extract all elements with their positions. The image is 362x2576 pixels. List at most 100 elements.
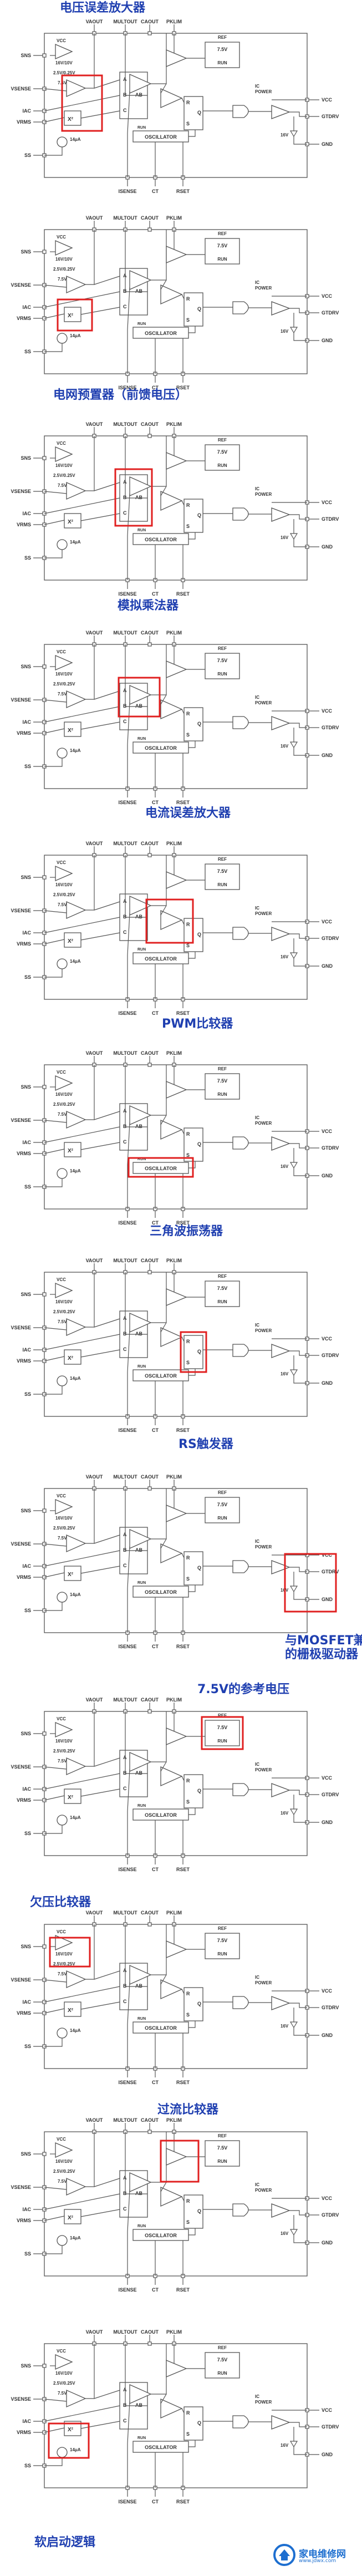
- range-label: 2.5V/0.25V: [53, 1102, 75, 1107]
- reference-voltage: 7.5V: [217, 2145, 228, 2151]
- x-squared-label: X²: [68, 2427, 74, 2433]
- bottom-pin-label: ISENSE: [118, 189, 136, 194]
- right-pin-label: GTDRV: [322, 1792, 339, 1797]
- current-source: [57, 748, 68, 759]
- left-pin-label: VSENSE: [11, 2396, 31, 2402]
- uvlo-threshold-label: 16V/10V: [55, 1739, 73, 1744]
- latch-q: Q: [197, 1565, 201, 1571]
- oscillator-run-label: RUN: [137, 322, 146, 326]
- wire: [44, 1773, 120, 1790]
- power-label: POWER: [255, 911, 272, 916]
- range-label: 2.5V/0.25V: [53, 1749, 75, 1754]
- latch-s: S: [186, 121, 190, 126]
- wire: [289, 111, 307, 117]
- right-pin-label: GTDRV: [322, 1353, 339, 1358]
- wire: [80, 932, 120, 941]
- wire: [293, 2235, 307, 2243]
- latch-s: S: [186, 317, 190, 323]
- left-pin-label: VSENSE: [11, 1325, 31, 1330]
- vref-label: 7.5V: [58, 1319, 67, 1324]
- current-error-amp: [129, 1528, 152, 1549]
- left-pin-label: VSENSE: [11, 2184, 31, 2190]
- right-pin-label: GND: [322, 1173, 333, 1178]
- bottom-pin-label: CT: [152, 2499, 159, 2504]
- oscillator-run-label: RUN: [137, 1804, 146, 1808]
- clamp-label: 16V: [281, 2024, 289, 2029]
- top-pin-label: PKLIM: [166, 1697, 182, 1703]
- reference-label: REF: [218, 646, 227, 651]
- wire: [94, 1111, 120, 1120]
- uvlo-comparator: [55, 1075, 73, 1091]
- bottom-pin-label: ISENSE: [118, 1867, 136, 1872]
- uvlo-comparator: [55, 240, 73, 256]
- uvlo-vcc-label: VCC: [57, 1070, 66, 1075]
- wire: [160, 1115, 167, 1125]
- vref-label: 7.5V: [58, 1759, 67, 1764]
- left-pin-label: SS: [24, 1391, 31, 1397]
- x-squared-label: X²: [68, 116, 74, 123]
- reference-voltage: 7.5V: [217, 47, 228, 52]
- left-pin-label: SS: [24, 2044, 31, 2049]
- x-squared-label: X²: [68, 313, 74, 319]
- caption-line: 与MOSFET兼容: [285, 1634, 362, 1648]
- wire: [94, 1318, 120, 1328]
- wire: [44, 2245, 63, 2254]
- uvlo-vcc-label: VCC: [57, 235, 66, 240]
- oscillator-label: OSCILLATOR: [145, 956, 177, 962]
- wire: [289, 308, 307, 313]
- gate-driver: [271, 507, 290, 522]
- top-pin-label: MULTOUT: [113, 2329, 137, 2335]
- top-pin-label: MULTOUT: [113, 630, 137, 636]
- left-pin-label: IAC: [23, 1786, 32, 1792]
- highlight-box: [128, 1157, 194, 1178]
- latch-r: R: [186, 711, 190, 717]
- left-pin-label: SNS: [21, 664, 31, 669]
- vref-label: 7.5V: [58, 2179, 67, 2184]
- right-pin-label: VCC: [322, 708, 333, 714]
- reference-block: [205, 1073, 240, 1100]
- right-pin-label: GTDRV: [322, 2424, 339, 2430]
- top-pin-label: PKLIM: [166, 1910, 182, 1916]
- uvlo-vcc-label: VCC: [57, 860, 66, 865]
- oscillator-label: OSCILLATOR: [145, 2025, 177, 2031]
- mult-c: C: [123, 1347, 127, 1352]
- wire: [289, 514, 307, 520]
- top-pin: [147, 1063, 152, 1067]
- wire: [293, 2447, 307, 2455]
- left-pin-label: SNS: [21, 249, 31, 255]
- ic-label: IC: [255, 1323, 259, 1328]
- x-squared-label: X²: [68, 1572, 74, 1578]
- uvlo-comparator: [55, 446, 73, 462]
- wire: [151, 33, 167, 84]
- pwm-comparator: [160, 699, 183, 720]
- reference-block: [205, 1281, 240, 1307]
- uvlo-threshold-label: 16V/10V: [55, 1299, 73, 1304]
- top-pin-label: PKLIM: [166, 1258, 182, 1263]
- left-pin: [42, 2364, 47, 2368]
- latch-q: Q: [197, 2001, 201, 2006]
- wire: [44, 910, 67, 913]
- latch-r: R: [186, 296, 190, 302]
- left-pin-label: SS: [24, 2463, 31, 2468]
- overcurrent-comparator: [166, 1081, 187, 1099]
- bottom-pin-label: ISENSE: [118, 1427, 136, 1433]
- wire: [125, 855, 147, 918]
- left-pin-label: SNS: [21, 53, 31, 58]
- wire: [80, 2001, 120, 2010]
- wire: [94, 1535, 120, 1544]
- and-gate: [232, 716, 249, 729]
- wire: [181, 919, 185, 925]
- mult-ab: AB: [135, 2402, 142, 2408]
- reference-voltage: 7.5V: [217, 2357, 228, 2362]
- reference-label: REF: [218, 438, 227, 443]
- top-pin: [147, 2341, 152, 2346]
- bottom-pin-label: RSET: [176, 591, 190, 597]
- power-label: POWER: [255, 286, 272, 291]
- reference-block: [205, 1720, 240, 1746]
- left-pin-label: VRMS: [17, 522, 31, 527]
